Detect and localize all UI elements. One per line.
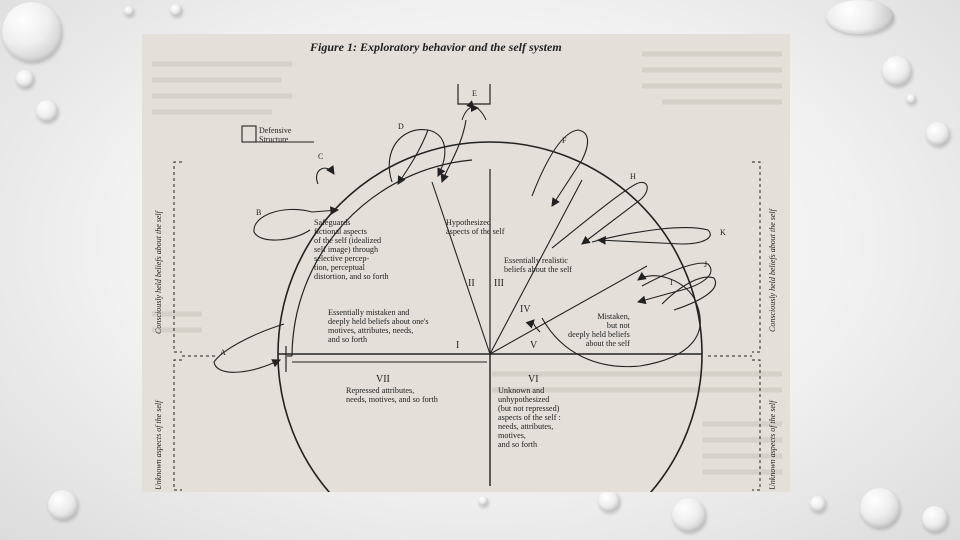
repressed-text: Repressed attributes, needs, motives, an… — [346, 386, 438, 404]
water-drop-decoration — [882, 56, 912, 86]
segment-vii-label: VII — [376, 374, 390, 385]
segment-vi-label: VI — [528, 374, 539, 385]
defensive-inner-arc — [291, 159, 473, 357]
loop-iv — [541, 271, 701, 368]
unknown-text: Unknown and unhypothesized (but not repr… — [498, 386, 561, 449]
segment-ii-label: II — [468, 278, 475, 289]
letter-d: D — [398, 122, 404, 131]
figure-title: Figure 1: Exploratory behavior and the s… — [310, 40, 562, 54]
letter-k: K — [720, 228, 726, 237]
defensive-structure-label: Defensive Structure — [259, 126, 292, 144]
letter-j: J — [704, 260, 708, 269]
loop-c — [316, 165, 335, 185]
loop-j — [636, 262, 712, 305]
figure-scan: Figure 1: Exploratory behavior and the s… — [142, 34, 790, 492]
letter-c: C — [318, 152, 324, 161]
mistaken-held-text: Essentially mistaken and deeply held bel… — [328, 308, 429, 344]
water-drop-decoration — [672, 498, 706, 532]
loop-a — [213, 323, 285, 373]
water-drop-decoration — [478, 496, 488, 506]
water-drop-decoration — [906, 94, 916, 104]
side-label-left-lower: Unknown aspects of the self — [154, 400, 163, 490]
side-label-right-upper: Consciously held beliefs about the self — [768, 209, 777, 332]
side-label-right-lower: Unknown aspects of the self — [768, 400, 777, 490]
water-drop-decoration — [826, 0, 894, 34]
realistic-text: Essentially realistic beliefs about the … — [504, 256, 572, 274]
hypothesized-text: Hypothesized aspects of the self — [446, 218, 505, 236]
water-drop-decoration — [810, 496, 826, 512]
segment-iv-label: IV — [520, 304, 531, 315]
loop-b — [253, 208, 313, 241]
letter-b: B — [256, 208, 262, 217]
segment-i-label: I — [456, 340, 460, 351]
letter-i: I — [670, 278, 673, 287]
letter-a: A — [220, 348, 226, 357]
water-drop-decoration — [16, 70, 34, 88]
loop-i — [661, 276, 717, 311]
water-drop-decoration — [926, 122, 950, 146]
water-drop-decoration — [922, 506, 948, 532]
water-drop-decoration — [124, 6, 134, 16]
loop-h — [551, 182, 648, 249]
water-drop-decoration — [598, 490, 620, 512]
diagram-drawing — [152, 51, 782, 492]
letter-f: F — [562, 136, 567, 145]
water-drop-decoration — [36, 100, 58, 122]
water-drop-decoration — [860, 488, 900, 528]
side-label-left-upper: Consciously held beliefs about the self — [154, 211, 163, 334]
safeguards-text: Safeguards fictional aspects of the self… — [314, 218, 389, 281]
defensive-structure-box — [241, 125, 257, 143]
water-drop-decoration — [48, 490, 78, 520]
water-drop-decoration — [2, 2, 62, 62]
segment-v-label: V — [530, 340, 538, 351]
letter-h: H — [630, 172, 636, 181]
water-drop-decoration — [170, 4, 182, 16]
segment-iii-label: III — [494, 278, 504, 289]
loop-f — [531, 129, 589, 197]
letter-e: E — [472, 89, 477, 98]
mistaken-not-held-text: Mistaken, but not deeply held beliefs ab… — [568, 312, 630, 348]
loop-k — [591, 227, 711, 245]
